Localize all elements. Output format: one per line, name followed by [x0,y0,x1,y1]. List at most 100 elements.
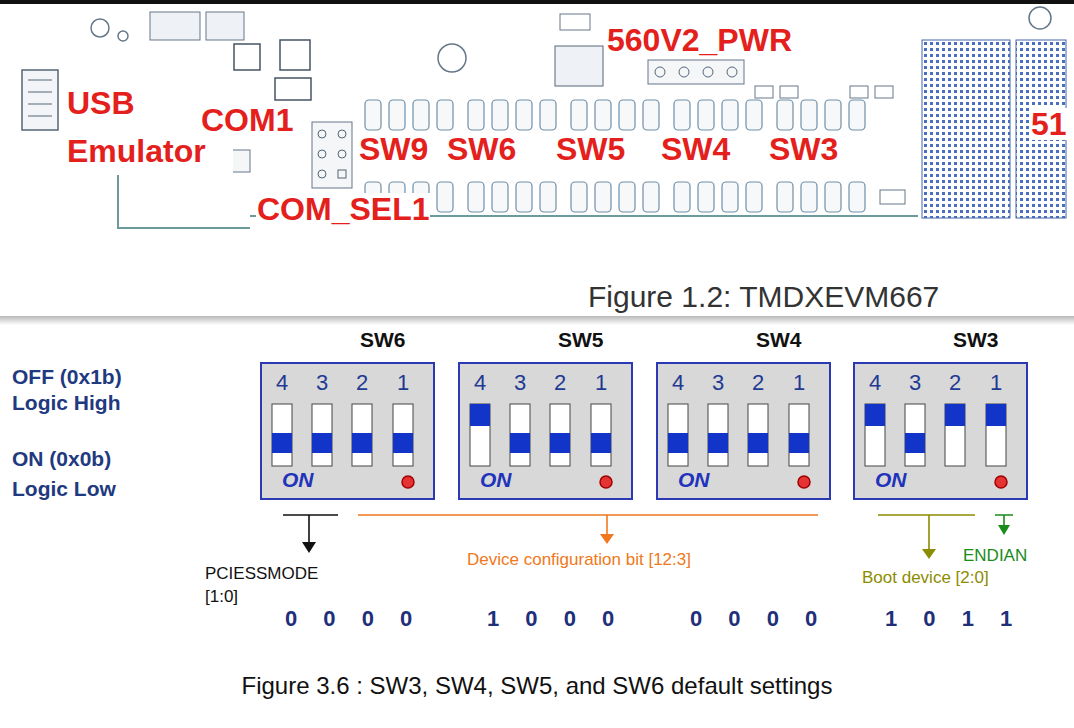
drawing-part [312,404,332,466]
figure-caption: Figure 3.6 : SW3, SW4, SW5, and SW6 defa… [0,672,1074,700]
drawing-part [365,100,381,130]
drawing-part [865,404,885,466]
drawing-part [748,404,768,466]
on-marker: ON [282,468,314,492]
drawing-part [905,404,925,466]
bit-values: 0 0 0 0 [690,606,817,632]
drawing-part [648,60,744,84]
part-label: COM1 [200,104,294,136]
drawing-part [571,100,587,130]
drawing-part [318,170,326,178]
drawing-part [600,476,612,488]
drawing-part [389,100,405,130]
position-number: 2 [545,370,575,395]
drawing-part [312,433,332,453]
dip-switch: SW64321ON [260,362,435,500]
figure-caption: Figure 1.2: TMDXEVM667 [588,280,939,313]
drawing-part [272,404,292,466]
drawing-part [318,130,326,138]
drawing-part [595,100,611,130]
drawing-part [755,86,773,98]
drawing-part [708,404,728,466]
drawing-part [655,67,665,77]
position-number: 3 [307,370,337,395]
drawing-part [358,515,818,536]
drawing-part [393,433,413,453]
drawing-part [22,70,58,130]
position-number: 3 [505,370,535,395]
field-label: PCIESSMODE [1:0] [205,562,330,608]
position-number: 3 [900,370,930,395]
drawing-part [746,100,762,130]
part-label: SW4 [660,133,731,165]
drawing-part [492,182,508,212]
drawing-part [470,404,490,426]
position-number: 2 [743,370,773,395]
drawing-part [850,86,868,98]
drawing-part [619,100,635,130]
drawing-part [280,40,310,70]
drawing-part [516,182,532,212]
drawing-part [365,100,865,212]
drawing-part [801,100,817,130]
drawing-part [986,404,1006,426]
drawing-part [708,433,728,453]
drawing-part [878,515,975,551]
drawing-part [234,44,260,70]
state-legend: OFF (0x1b) Logic High [12,364,147,416]
part-label: SW6 [446,133,517,165]
drawing-part [352,404,372,466]
switch-name: SW6 [360,328,406,352]
drawing-part [318,150,326,158]
dip-switch: SW34321ON [853,362,1028,500]
drawing-part [875,86,893,98]
drawing-part [905,433,925,453]
bit-values: 1 0 1 1 [885,606,1012,632]
drawing-part [798,476,810,488]
drawing-part [789,433,809,453]
drawing-part [468,100,484,130]
drawing-part [986,404,1006,466]
drawing-part [986,404,1006,466]
dip-switch: SW54321ON [458,362,633,500]
bit-values: 0 0 0 0 [285,606,412,632]
drawing-part [995,476,1007,488]
part-label: SW9 [358,133,429,165]
drawing-part [703,67,713,77]
drawing-part [668,404,688,466]
drawing-part [668,433,688,453]
drawing-part [945,404,965,426]
drawing-part [550,404,570,466]
drawing-part [91,19,109,37]
drawing-part [272,404,292,466]
drawing-part [748,404,768,466]
drawing-part [352,404,372,466]
drawing-part [722,100,738,130]
drawing-part [560,14,590,30]
drawing-part [540,100,556,130]
drawing-part [905,404,925,466]
position-number: 2 [347,370,377,395]
drawing-part [413,100,429,130]
drawing-part [777,182,793,212]
drawing-part [150,12,200,40]
position-number: 2 [940,370,970,395]
drawing-part [708,404,728,466]
drawing-part [28,80,52,116]
field-label: ENDIAN [963,546,1027,566]
drawing-part [437,182,453,212]
drawing-part [849,100,865,130]
drawing-part [312,404,332,466]
drawing-part [352,433,372,453]
bit-values: 1 0 0 0 [487,606,614,632]
drawing-part [998,525,1010,535]
drawing-part [865,404,885,466]
drawing-part [674,100,690,130]
switch-name: SW4 [756,328,802,352]
drawing-part [555,46,603,86]
drawing-part [550,433,570,453]
drawing-part [789,404,809,466]
drawing-part [922,40,1010,218]
drawing-part [591,433,611,453]
drawing-part [591,404,611,466]
